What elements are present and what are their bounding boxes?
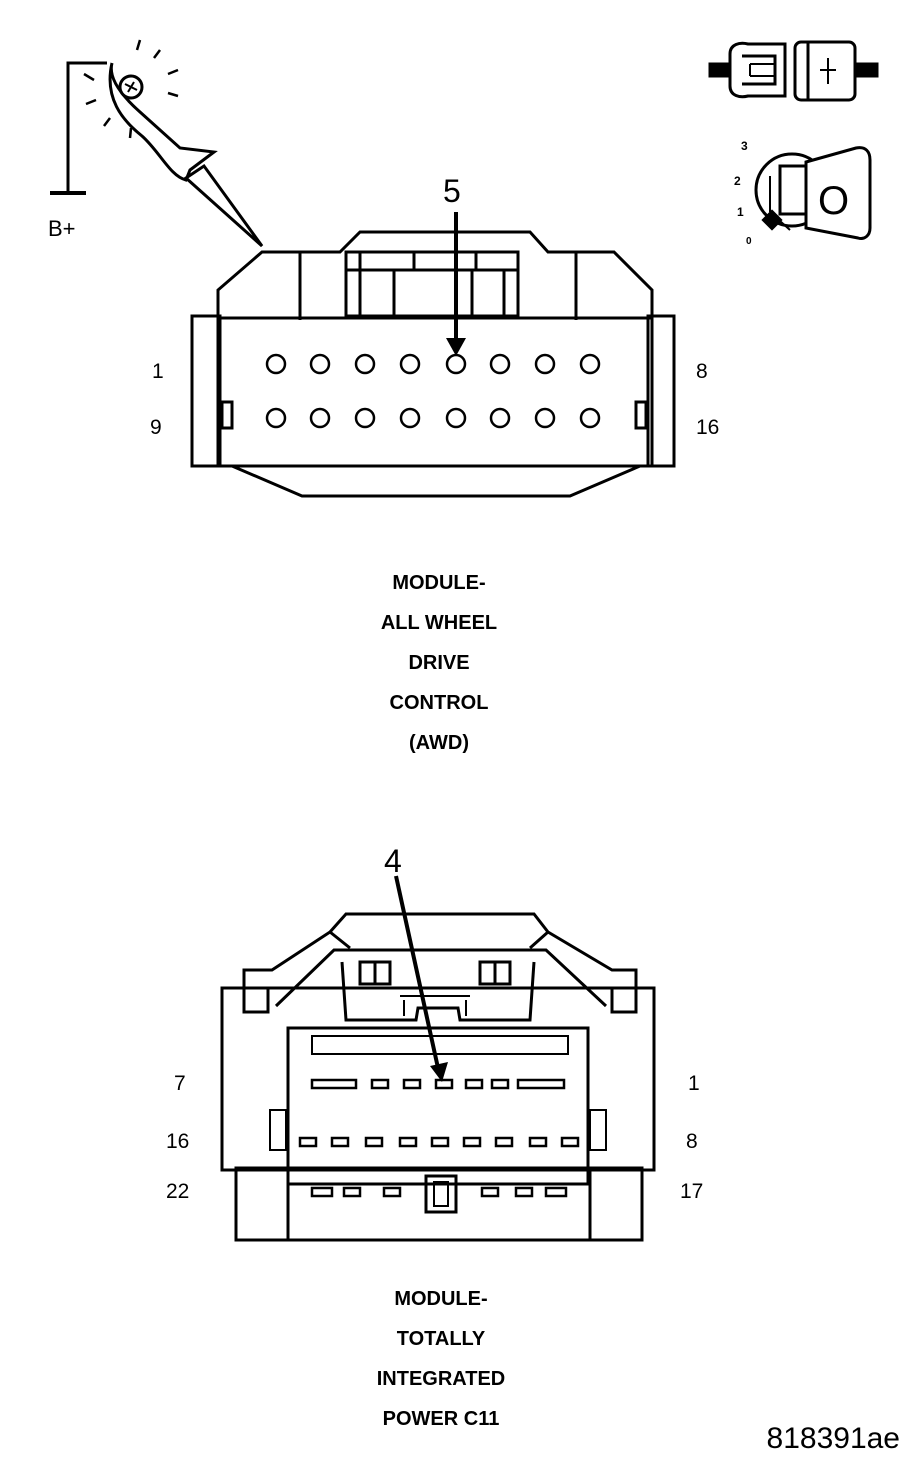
tipm-row2-pins — [298, 1136, 580, 1148]
svg-text:CONTROL: CONTROL — [390, 692, 489, 714]
ignition-position-2: 2 — [734, 174, 741, 188]
tipm-module-title: MODULE- TOTALLY INTEGRATED POWER C11 — [377, 1288, 506, 1430]
tipm-callout-pin-number: 4 — [384, 843, 402, 879]
test-light-probe-icon — [50, 39, 264, 248]
svg-text:ALL WHEEL: ALL WHEEL — [381, 612, 497, 634]
tipm-row-label-row2-left: 16 — [166, 1130, 189, 1153]
svg-text:INTEGRATED: INTEGRATED — [377, 1368, 506, 1390]
svg-text:DRIVE: DRIVE — [408, 652, 469, 674]
svg-text:MODULE-: MODULE- — [394, 1288, 487, 1310]
awd-connector — [190, 212, 676, 498]
awd-row-label-bottom-left: 9 — [150, 416, 162, 439]
svg-text:TOTALLY: TOTALLY — [397, 1328, 486, 1350]
awd-bottom-row-pins — [265, 407, 601, 429]
ignition-switch-icon — [754, 146, 872, 240]
awd-callout-pin-number: 5 — [443, 173, 461, 209]
ignition-position-1: 1 — [737, 205, 744, 219]
awd-row-label-top-right: 8 — [696, 360, 708, 383]
svg-text:(AWD): (AWD) — [409, 732, 469, 754]
tipm-c11-connector — [220, 875, 656, 1242]
tipm-row-label-row3-right: 17 — [680, 1180, 703, 1203]
svg-text:MODULE-: MODULE- — [392, 572, 485, 594]
tipm-row3-pins — [310, 1174, 568, 1214]
awd-row-label-top-left: 1 — [152, 360, 164, 383]
tipm-row-label-row1-right: 1 — [688, 1072, 700, 1095]
svg-text:POWER C11: POWER C11 — [383, 1408, 500, 1430]
ignition-position-0: 0 — [746, 236, 752, 247]
figure-id: 818391ae — [767, 1422, 900, 1455]
tipm-row-label-row2-right: 8 — [686, 1130, 698, 1153]
awd-top-row-pins — [265, 353, 601, 375]
tipm-row1-pins — [310, 1078, 566, 1090]
connector-disconnected-icon — [708, 40, 879, 102]
tipm-row-label-row3-left: 22 — [166, 1180, 189, 1203]
tipm-row-label-row1-left: 7 — [174, 1072, 186, 1095]
ignition-position-3: 3 — [741, 139, 748, 153]
ground-label: B+ — [48, 216, 76, 241]
key-label: O — [818, 179, 849, 223]
awd-module-title: MODULE- ALL WHEEL DRIVE CONTROL (AWD) — [381, 572, 497, 754]
awd-row-label-bottom-right: 16 — [696, 416, 719, 439]
